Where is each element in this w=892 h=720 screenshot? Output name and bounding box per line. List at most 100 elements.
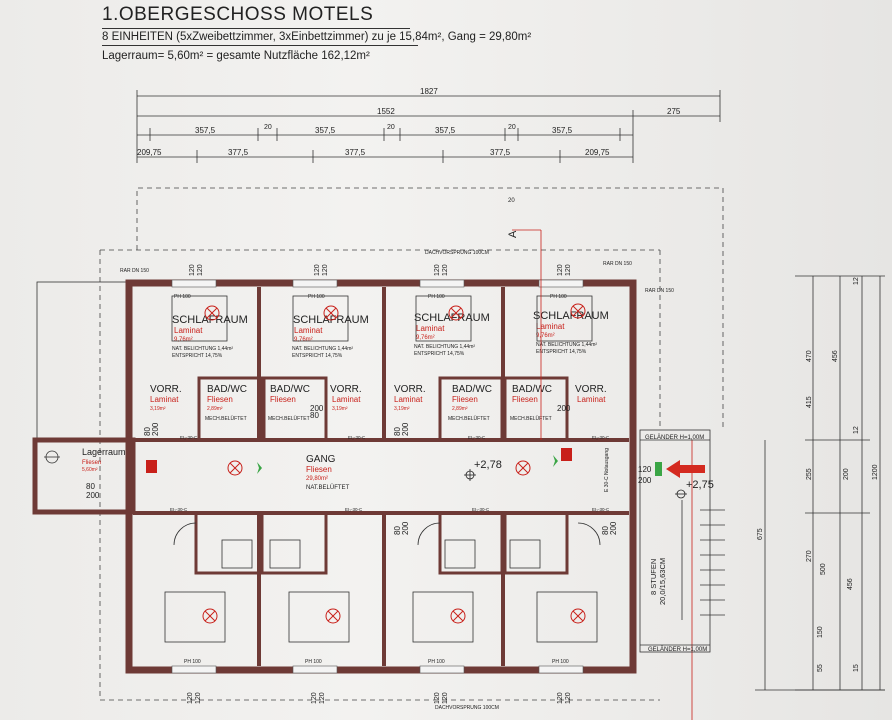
svg-text:2,89m²: 2,89m²: [207, 406, 223, 412]
top-dimension-lines: [136, 90, 721, 163]
svg-text:VORR.: VORR.: [394, 384, 426, 395]
building-walls: [32, 279, 637, 674]
ph-label-1: PH 100: [174, 294, 191, 300]
door-dims-corridor: 80 200 80 200 80 200 200 80 200 80 200: [143, 404, 618, 535]
svg-text:200: 200: [843, 468, 850, 480]
svg-text:Fliesen: Fliesen: [270, 395, 296, 404]
gang-label: GANG: [306, 454, 336, 465]
svg-text:Laminat: Laminat: [174, 326, 203, 335]
dim-wall-2: 20: [387, 124, 395, 131]
door-right-b: 200: [638, 476, 652, 485]
ph-label-8: PH 100: [552, 659, 569, 665]
dim-right: 275: [667, 107, 681, 116]
entry-bath-labels: VORR. Laminat 3,19m² BAD/WC Fliesen 2,89…: [150, 384, 607, 422]
svg-text:Laminat: Laminat: [394, 395, 423, 404]
storage-annex-outline: [33, 281, 135, 513]
dim-total: 1827: [420, 87, 438, 96]
svg-text:MECH.BELÜFTET: MECH.BELÜFTET: [448, 415, 490, 422]
stairs-count: 8 STUFEN: [649, 559, 658, 595]
svg-text:Fliesen: Fliesen: [512, 395, 538, 404]
rar-label-right-2: RAR DN 150: [645, 288, 674, 294]
svg-text:120: 120: [434, 692, 441, 704]
rar-label-right: RAR DN 150: [603, 261, 632, 267]
svg-text:120: 120: [442, 692, 449, 704]
svg-text:SCHLAFRAUM: SCHLAFRAUM: [414, 312, 490, 324]
emergency-label: E 30-C Notausgang: [604, 448, 610, 492]
level-marker-right-icon: [675, 489, 687, 499]
svg-text:EI₂-30-C: EI₂-30-C: [180, 435, 198, 440]
plan-subtitle-area: Lagerraum= 5,60m² = gesamte Nutzfläche 1…: [102, 50, 370, 62]
fire-extinguisher-icon: [146, 448, 572, 473]
svg-text:200: 200: [86, 491, 100, 500]
svg-text:NAT. BELICHTUNG 1,44m²: NAT. BELICHTUNG 1,44m²: [536, 342, 597, 348]
svg-text:EI₂-30-C: EI₂-30-C: [592, 435, 610, 440]
svg-text:120: 120: [187, 692, 194, 704]
svg-text:456: 456: [847, 578, 854, 590]
svg-text:200: 200: [401, 521, 410, 535]
svg-text:470: 470: [806, 350, 813, 362]
svg-text:80: 80: [393, 427, 402, 436]
svg-text:MECH.BELÜFTET: MECH.BELÜFTET: [205, 415, 247, 422]
eave-label-bottom: DACHVORSPRUNG 100CM: [435, 705, 499, 711]
svg-text:9,76m²: 9,76m²: [294, 337, 313, 343]
svg-text:VORR.: VORR.: [150, 384, 182, 395]
svg-text:80: 80: [86, 482, 95, 491]
svg-text:80: 80: [393, 526, 402, 535]
svg-text:ENTSPRICHT 14,75%: ENTSPRICHT 14,75%: [414, 351, 465, 357]
svg-text:120: 120: [565, 692, 572, 704]
svg-text:120: 120: [557, 264, 564, 276]
svg-text:VORR.: VORR.: [575, 384, 607, 395]
room-labels-top: SCHLAFRAUM Laminat 9,76m² NAT. BELICHTUN…: [172, 310, 609, 359]
svg-text:200: 200: [151, 422, 160, 436]
svg-text:80: 80: [601, 526, 610, 535]
roof-outline: [99, 187, 724, 701]
svg-text:80: 80: [143, 427, 152, 436]
furniture: [164, 295, 601, 643]
svg-text:55: 55: [817, 664, 824, 672]
door-right-a: 120: [638, 465, 652, 474]
dim-mid-1: 377,5: [228, 148, 249, 157]
window-dims-bottom: 120 120 120 120 120 120 120 120: [187, 692, 572, 704]
ph-label-7: PH 100: [428, 659, 445, 665]
storage-room-labels: Lagerraum Fliesen 5,60m² 80 200: [82, 447, 126, 500]
svg-text:415: 415: [806, 396, 813, 408]
dim-mid-2: 377,5: [345, 148, 366, 157]
svg-text:Laminat: Laminat: [577, 395, 606, 404]
level-right: +2,75: [686, 479, 714, 491]
windows: [171, 279, 584, 674]
svg-text:BAD/WC: BAD/WC: [270, 384, 310, 395]
level-mid: +2,78: [474, 459, 502, 471]
svg-text:BAD/WC: BAD/WC: [512, 384, 552, 395]
svg-text:200: 200: [557, 404, 571, 413]
ph-label-3: PH 100: [428, 294, 445, 300]
dim-right-small: 209,75: [585, 148, 610, 157]
stairs-dim: 20,0/15,63CM: [658, 558, 667, 605]
svg-text:80: 80: [310, 411, 319, 420]
svg-text:675: 675: [757, 528, 764, 540]
svg-text:MECH.BELÜFTET: MECH.BELÜFTET: [510, 415, 552, 422]
svg-text:3,19m²: 3,19m²: [394, 406, 410, 412]
svg-text:MECH.BELÜFTET: MECH.BELÜFTET: [268, 415, 310, 422]
svg-text:1200: 1200: [872, 464, 879, 480]
svg-text:120: 120: [557, 692, 564, 704]
level-marker-icon: [464, 469, 476, 481]
svg-text:500: 500: [820, 563, 827, 575]
svg-text:ENTSPRICHT 14,75%: ENTSPRICHT 14,75%: [172, 353, 223, 359]
svg-text:255: 255: [806, 468, 813, 480]
svg-text:120: 120: [195, 692, 202, 704]
staircase: [639, 429, 725, 653]
ph-label-6: PH 100: [305, 659, 322, 665]
dim-mid-3: 377,5: [490, 148, 511, 157]
ph-label-4: PH 100: [550, 294, 567, 300]
dim-wall-3: 20: [508, 124, 516, 131]
svg-text:Laminat: Laminat: [150, 395, 179, 404]
svg-text:9,76m²: 9,76m²: [174, 337, 193, 343]
svg-text:200: 200: [310, 404, 324, 413]
svg-text:120: 120: [311, 692, 318, 704]
svg-text:3,19m²: 3,19m²: [150, 406, 166, 412]
entrance-arrow-icon: [666, 460, 705, 478]
dim-room-3: 357,5: [435, 126, 456, 135]
svg-text:ENTSPRICHT 14,75%: ENTSPRICHT 14,75%: [536, 349, 587, 355]
svg-text:EI₂-30-C: EI₂-30-C: [345, 507, 363, 512]
svg-text:SCHLAFRAUM: SCHLAFRAUM: [533, 310, 609, 322]
